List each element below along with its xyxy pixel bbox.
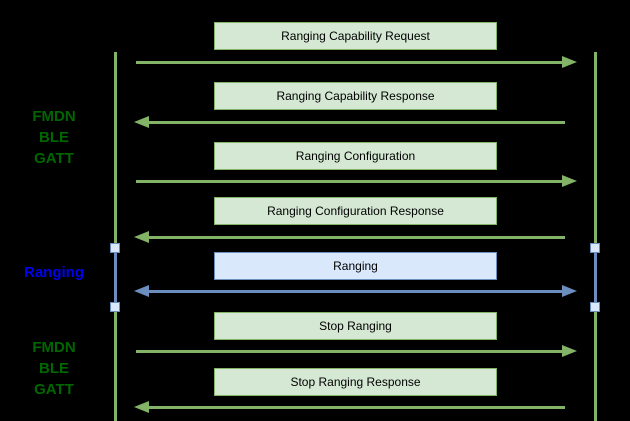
message-box-ranging: Ranging [214, 252, 497, 280]
side-label-ranging: Ranging [24, 264, 84, 281]
side-label-fmdn-ble-gatt-bottom: FMDN BLE GATT [32, 339, 76, 398]
activation-node-left-bottom [110, 302, 120, 312]
arrow-left-stop-ranging-response [134, 401, 565, 413]
activation-node-left-top [110, 243, 120, 253]
side-label-fmdn-ble-gatt-top: FMDN BLE GATT [32, 108, 76, 167]
message-box-stop-ranging-response: Stop Ranging Response [214, 368, 497, 396]
arrow-right-stop-ranging [136, 345, 577, 357]
arrow-left-ranging-configuration-response [134, 231, 565, 243]
lifeline-left [114, 52, 117, 421]
activation-node-right-top [590, 243, 600, 253]
message-box-ranging-capability-response: Ranging Capability Response [214, 82, 497, 110]
message-box-ranging-capability-request: Ranging Capability Request [214, 22, 497, 50]
message-box-ranging-configuration: Ranging Configuration [214, 142, 497, 170]
message-box-ranging-configuration-response: Ranging Configuration Response [214, 197, 497, 225]
message-box-stop-ranging: Stop Ranging [214, 312, 497, 340]
lifeline-right [594, 52, 597, 421]
arrow-right-ranging-configuration [136, 175, 577, 187]
ranging-segment-left [114, 248, 117, 308]
arrow-bidirectional-ranging [134, 285, 577, 297]
activation-node-right-bottom [590, 302, 600, 312]
arrow-left-ranging-capability-response [134, 116, 565, 128]
ranging-segment-right [594, 248, 597, 308]
arrow-right-ranging-capability-request [136, 56, 577, 68]
